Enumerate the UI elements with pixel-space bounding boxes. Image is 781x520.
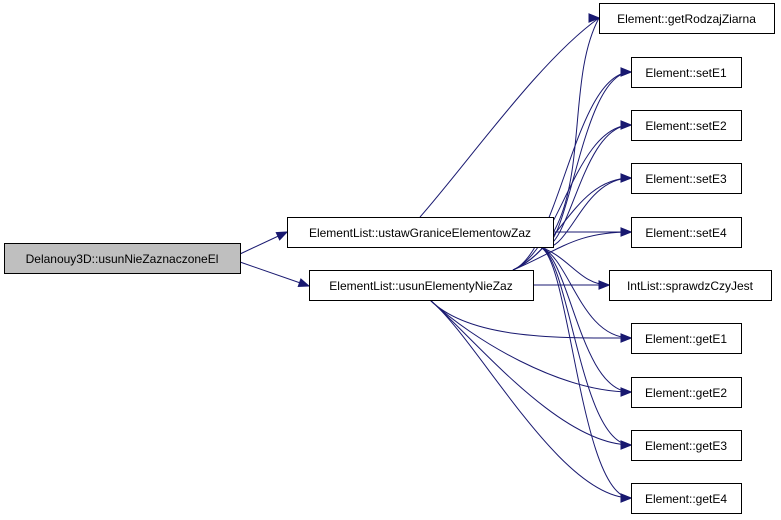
- edge-ustaw-to-sprawdz: [539, 246, 610, 286]
- node-sprawdz[interactable]: IntList::sprawdzCzyJest: [609, 270, 772, 301]
- node-getE4-label: Element::getE4: [645, 492, 727, 506]
- node-ustaw-box: [287, 217, 554, 248]
- node-getE4-box: [631, 483, 742, 514]
- node-setE2-label: Element::setE2: [645, 119, 727, 133]
- arrowhead-usun-to-getE4: [620, 493, 633, 503]
- node-setE3-box: [631, 163, 742, 194]
- node-setE4-box: [631, 217, 742, 248]
- arrowhead-usun-to-sprawdz: [598, 280, 611, 290]
- node-ustaw-label: ElementList::ustawGraniceElementowZaz: [309, 226, 531, 240]
- node-getRodzaj-box: [599, 3, 775, 34]
- node-getRodzaj-label: Element::getRodzajZiarna: [617, 12, 756, 26]
- edge-usun-to-getE1: [429, 299, 632, 339]
- node-usun-box: [309, 270, 534, 301]
- node-setE1-box: [631, 57, 742, 88]
- node-getRodzaj[interactable]: Element::getRodzajZiarna: [599, 3, 775, 34]
- nodes-layer: Delanouy3D::usunNieZaznaczoneElElementLi…: [4, 3, 775, 514]
- node-getE2-label: Element::getE2: [645, 386, 727, 400]
- edge-usun-to-setE1: [512, 71, 632, 271]
- node-getE4[interactable]: Element::getE4: [631, 483, 742, 514]
- node-getE2-box: [631, 377, 742, 408]
- edge-ustaw-to-getE2: [539, 246, 632, 393]
- arrowhead-usun-to-setE2: [620, 120, 633, 130]
- node-setE1[interactable]: Element::setE1: [631, 57, 742, 88]
- arrowhead-usun-to-setE3: [620, 173, 633, 183]
- arrowhead-usun-to-getE1: [620, 333, 633, 343]
- edge-usun-to-getE4: [429, 299, 632, 499]
- node-getE1-label: Element::getE1: [645, 332, 727, 346]
- edge-ustaw-to-getE3: [539, 246, 632, 446]
- node-sprawdz-box: [609, 270, 772, 301]
- node-setE4-label: Element::setE4: [645, 226, 727, 240]
- node-setE4[interactable]: Element::setE4: [631, 217, 742, 248]
- edges-layer: [239, 13, 633, 503]
- edge-ustaw-to-getRodzaj: [419, 17, 600, 218]
- node-setE3-label: Element::setE3: [645, 172, 727, 186]
- node-getE3[interactable]: Element::getE3: [631, 430, 742, 461]
- edge-usun-to-setE4: [512, 231, 632, 271]
- edge-root-to-usun: [239, 261, 310, 287]
- node-getE2[interactable]: Element::getE2: [631, 377, 742, 408]
- node-getE1[interactable]: Element::getE1: [631, 323, 742, 354]
- node-root-label: Delanouy3D::usunNieZaznaczoneEl: [26, 252, 219, 266]
- node-usun-label: ElementList::usunElementyNieZaz: [329, 279, 512, 293]
- arrowhead-usun-to-setE1: [620, 67, 633, 77]
- node-root-box: [4, 243, 241, 274]
- node-usun[interactable]: ElementList::usunElementyNieZaz: [309, 270, 534, 301]
- arrowhead-usun-to-getRodzaj: [588, 13, 601, 23]
- arrowhead-root-to-usun: [297, 278, 311, 288]
- arrowhead-usun-to-getE2: [620, 387, 633, 397]
- edge-usun-to-setE3: [512, 177, 632, 271]
- node-ustaw[interactable]: ElementList::ustawGraniceElementowZaz: [287, 217, 554, 248]
- node-setE1-label: Element::setE1: [645, 66, 727, 80]
- node-sprawdz-label: IntList::sprawdzCzyJest: [627, 279, 754, 293]
- node-root[interactable]: Delanouy3D::usunNieZaznaczoneEl: [4, 243, 241, 274]
- node-getE3-label: Element::getE3: [645, 439, 727, 453]
- arrowhead-usun-to-getE3: [620, 440, 633, 450]
- edge-usun-to-getE2: [429, 299, 632, 393]
- node-setE3[interactable]: Element::setE3: [631, 163, 742, 194]
- edge-ustaw-to-getE4: [539, 246, 632, 499]
- node-getE1-box: [631, 323, 742, 354]
- node-setE2[interactable]: Element::setE2: [631, 110, 742, 141]
- edge-usun-to-getE3: [429, 299, 632, 446]
- node-setE2-box: [631, 110, 742, 141]
- arrowhead-root-to-ustaw: [275, 231, 289, 241]
- edge-usun-to-setE2: [512, 124, 632, 271]
- edge-ustaw-to-getE1: [539, 246, 632, 339]
- arrowhead-usun-to-setE4: [620, 227, 633, 237]
- node-getE3-box: [631, 430, 742, 461]
